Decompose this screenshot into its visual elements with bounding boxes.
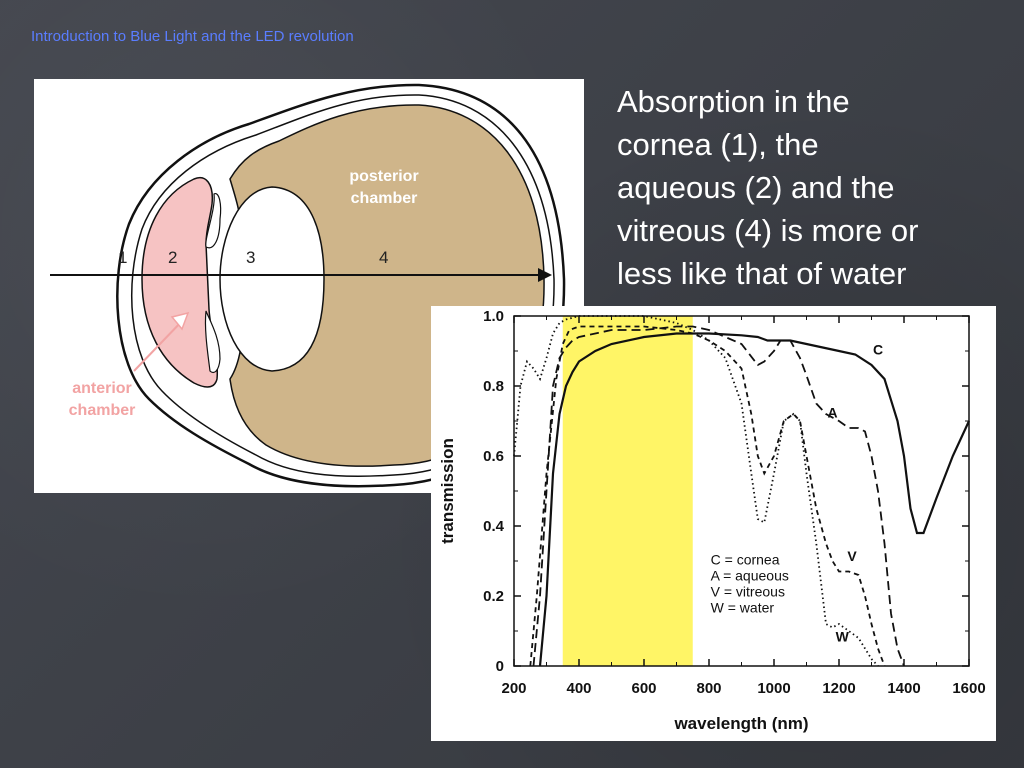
legend-entry: A = aqueous	[711, 568, 789, 584]
posterior-label-line1: posterior	[349, 168, 418, 185]
x-tick-label: 600	[631, 680, 656, 697]
x-axis-label: wavelength (nm)	[673, 714, 808, 733]
y-tick-label: 0.6	[483, 448, 504, 465]
series-label-W: W	[836, 629, 850, 645]
anterior-label-line2: chamber	[69, 402, 136, 419]
series-label-C: C	[873, 342, 883, 358]
y-tick-label: 0.4	[483, 518, 505, 535]
x-tick-label: 1400	[887, 680, 920, 697]
iris-lower	[204, 310, 221, 374]
anterior-chamber	[141, 177, 219, 388]
series-line-A	[532, 325, 905, 667]
body-line-5: less like that of water	[617, 256, 907, 291]
y-tick-label: 0.8	[483, 378, 504, 395]
region-number-3: 3	[246, 248, 255, 267]
series-label-A: A	[827, 405, 837, 421]
y-axis-label: transmission	[438, 438, 457, 544]
legend-entry: W = water	[711, 600, 775, 616]
y-tick-label: 0	[496, 658, 504, 675]
y-tick-label: 0.2	[483, 588, 504, 605]
x-tick-label: 800	[696, 680, 721, 697]
slide-body-text: Absorption in the cornea (1), the aqueou…	[617, 80, 1007, 295]
x-tick-label: 1600	[952, 680, 985, 697]
x-tick-label: 400	[566, 680, 591, 697]
series-label-V: V	[847, 548, 857, 564]
body-line-1: Absorption in the	[617, 84, 850, 119]
slide-header-title: Introduction to Blue Light and the LED r…	[31, 28, 354, 45]
eye-outer-outline	[116, 83, 566, 488]
body-line-2: cornea (1), the	[617, 127, 819, 162]
body-line-3: aqueous (2) and the	[617, 170, 895, 205]
eye-inner-outline	[130, 94, 555, 477]
eye-diagram: 1 2 3 4 posterior chamber anterior chamb…	[34, 79, 584, 493]
series-line-V	[529, 325, 886, 667]
region-number-1: 1	[118, 248, 127, 267]
region-number-2: 2	[168, 248, 177, 267]
region-number-4: 4	[379, 248, 388, 267]
legend-entry: C = cornea	[711, 552, 780, 568]
y-tick-label: 1.0	[483, 308, 504, 325]
posterior-label-line2: chamber	[351, 190, 418, 207]
transmission-chart: 0 0.2 0.4 0.6 0.8 1.0 200 400 600 800 1000 1200 1400…	[431, 306, 996, 741]
x-tick-label: 1200	[822, 680, 855, 697]
visible-band	[562, 316, 693, 666]
light-path-arrowhead	[538, 268, 552, 282]
x-tick-label: 1000	[757, 680, 790, 697]
anterior-pointer-head	[170, 311, 190, 331]
lens	[219, 186, 325, 372]
anterior-pointer-line	[133, 318, 185, 372]
x-tick-label: 200	[501, 680, 526, 697]
iris-upper	[205, 192, 222, 249]
anterior-label-line1: anterior	[72, 380, 132, 397]
transmission-chart-svg: 0 0.2 0.4 0.6 0.8 1.0 200 400 600 800 1000 1200 1400…	[438, 308, 986, 733]
series-line-C	[538, 332, 970, 667]
body-line-4: vitreous (4) is more or	[617, 213, 919, 248]
legend-entry: V = vitreous	[711, 584, 785, 600]
series-line-W	[513, 315, 879, 667]
